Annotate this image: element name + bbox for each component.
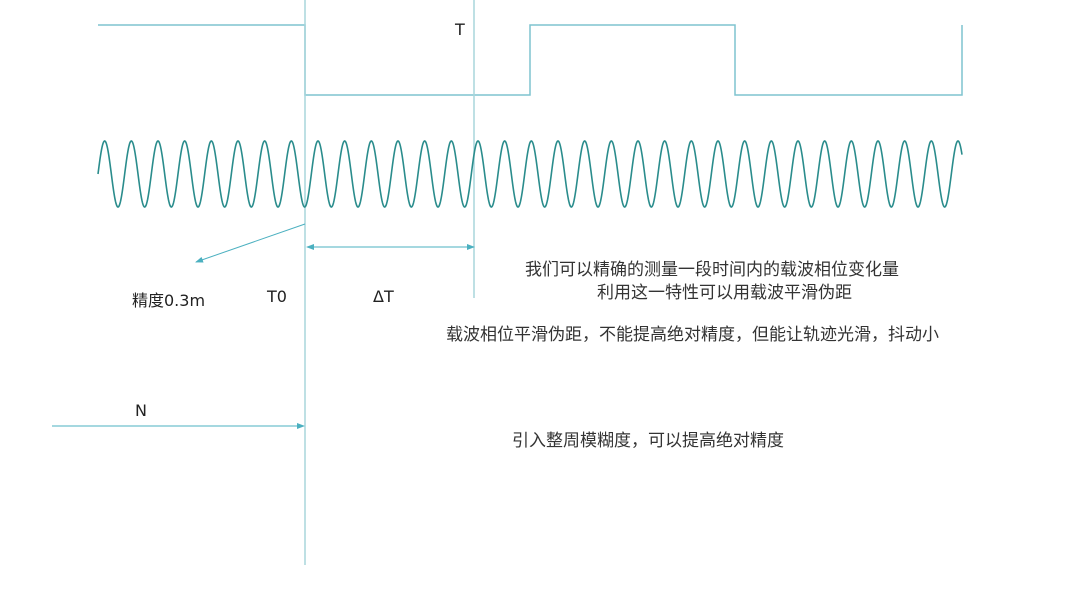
note-phase-change: 我们可以精确的测量一段时间内的载波相位变化量 <box>525 260 899 280</box>
carrier-wave <box>97 140 963 208</box>
note-ambiguity: 引入整周模糊度，可以提高绝对精度 <box>512 431 784 451</box>
precision-label: 精度0.3m <box>132 291 206 310</box>
n-label: N <box>135 401 147 420</box>
t0-label: T0 <box>267 287 287 306</box>
note-smoothing: 利用这一特性可以用载波平滑伪距 <box>597 283 852 303</box>
note-smoothing-limit: 载波相位平滑伪距，不能提高绝对精度，但能让轨迹光滑，抖动小 <box>446 325 939 345</box>
delta-t-label: ΔT <box>373 287 394 306</box>
square-wave <box>98 24 963 96</box>
period-label: T <box>455 20 465 39</box>
precision-arrow <box>195 223 306 263</box>
